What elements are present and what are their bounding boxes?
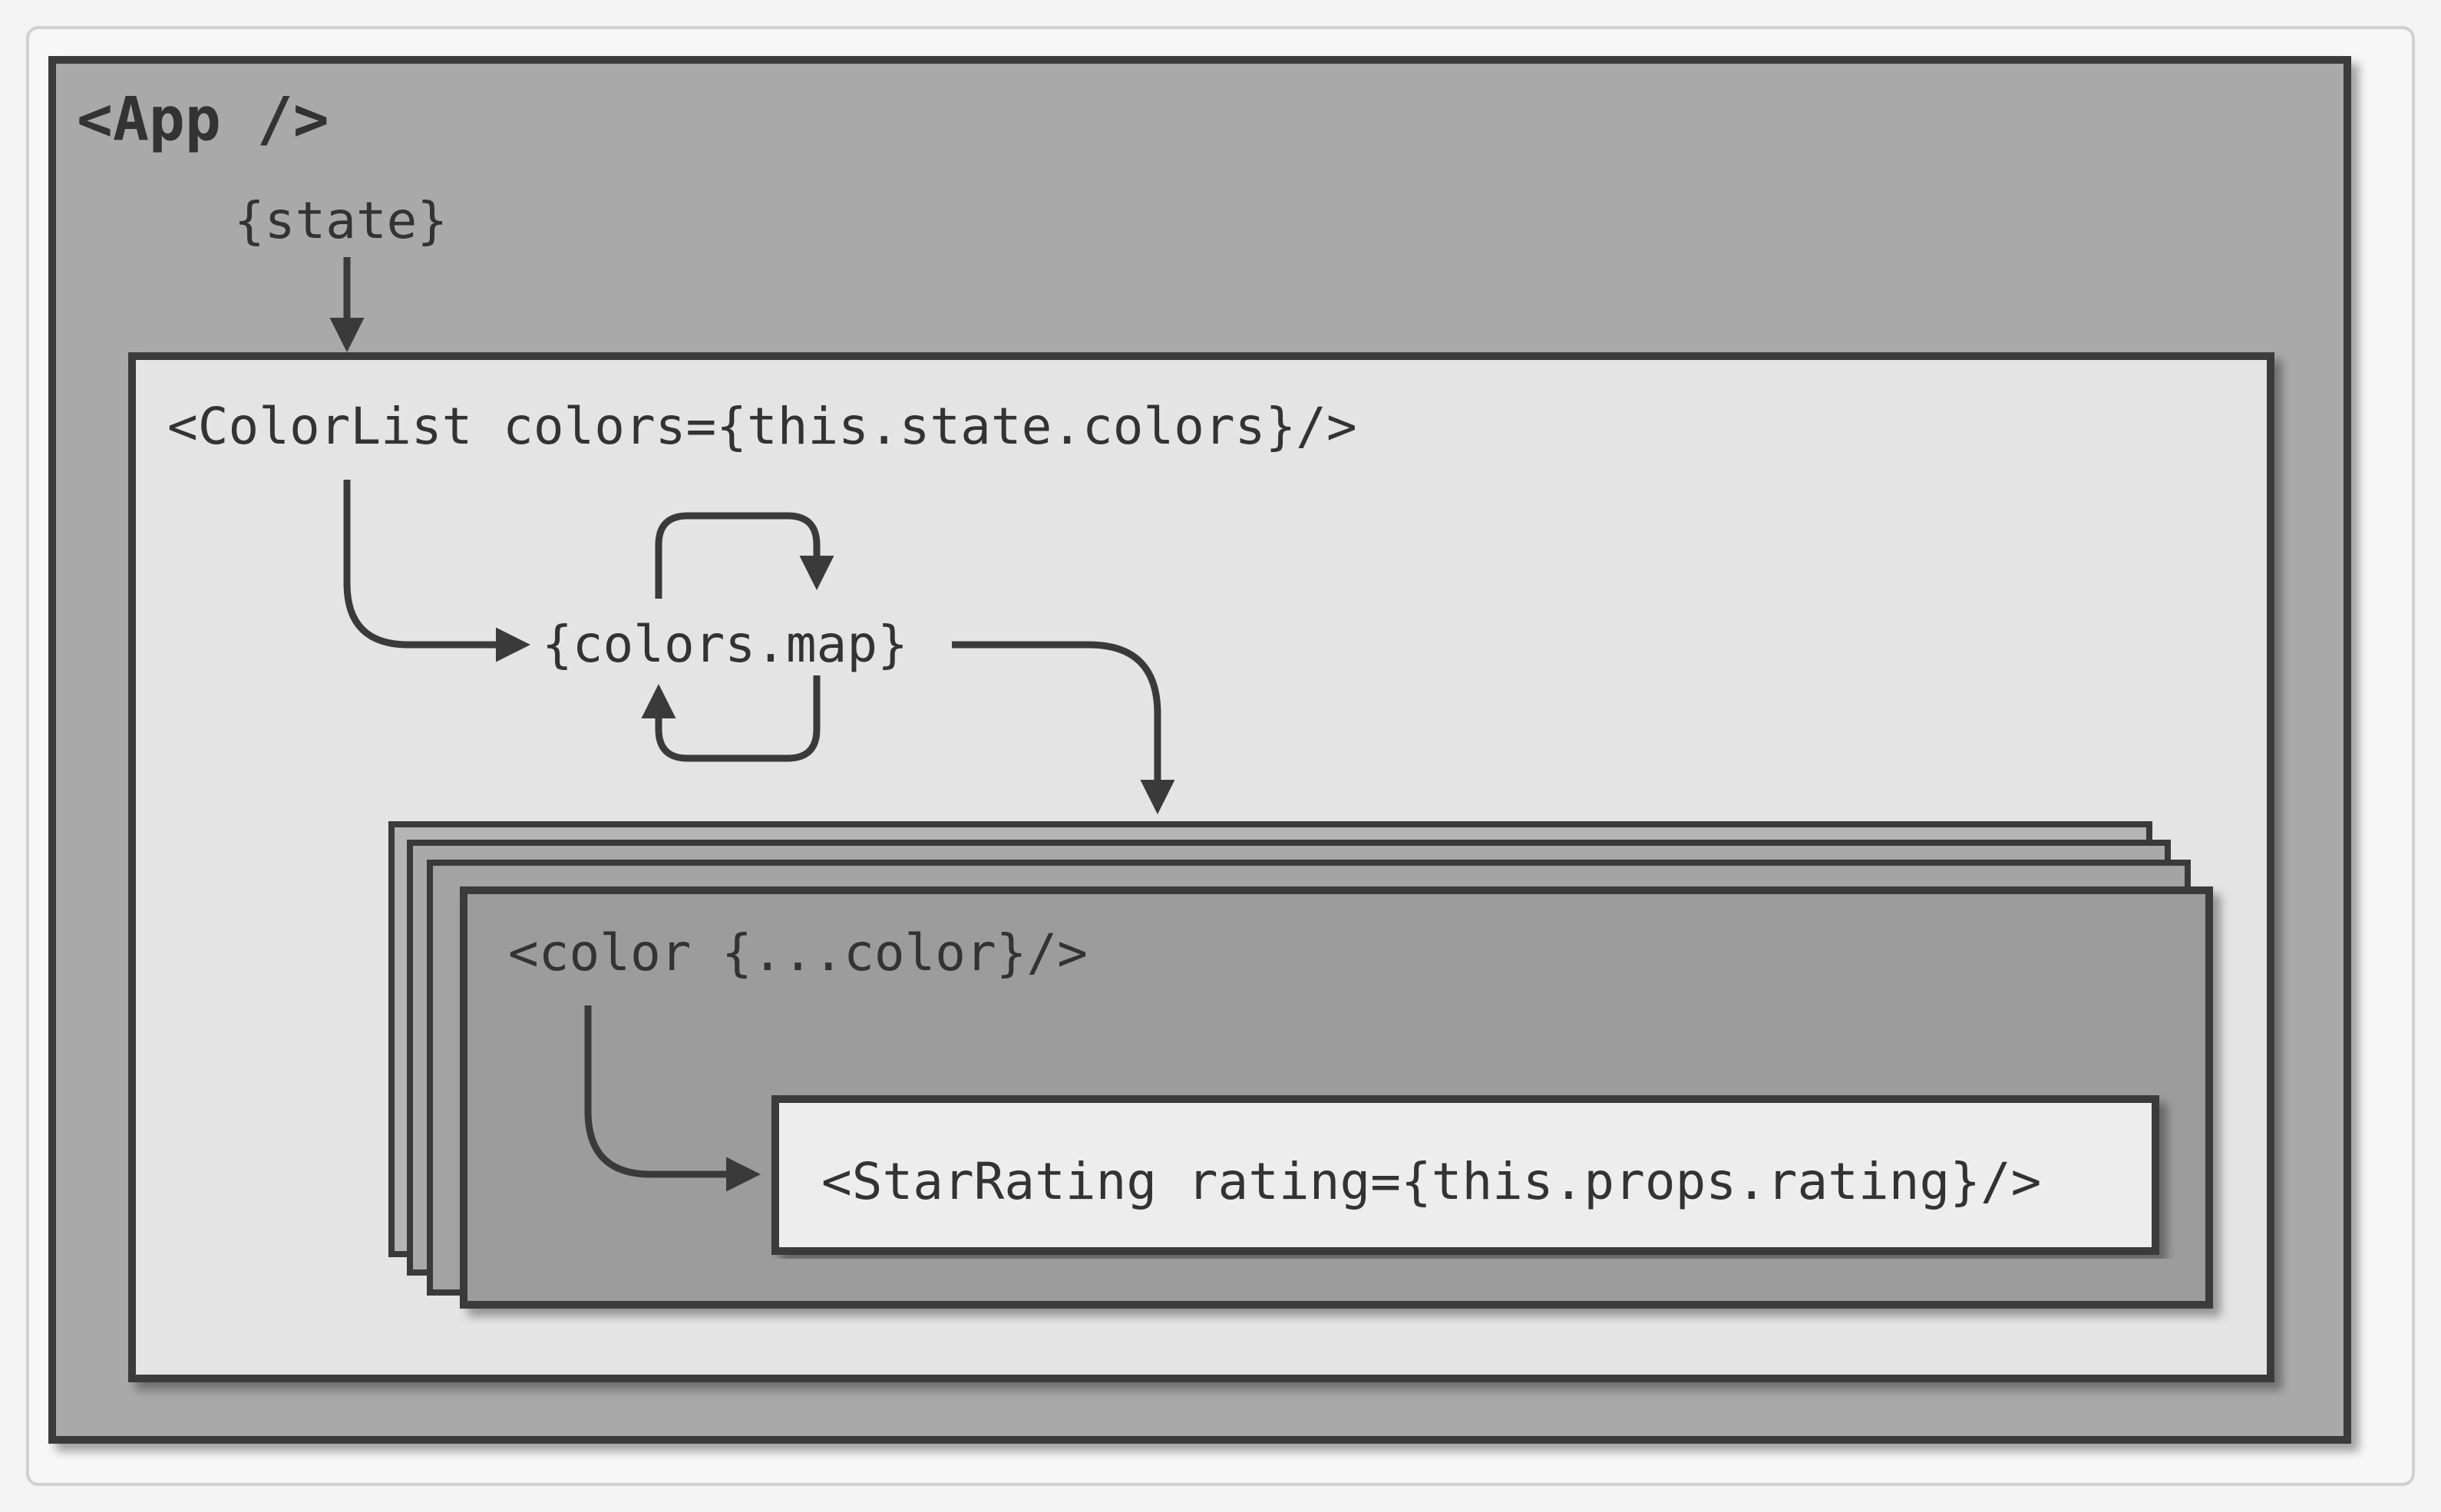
map-to-color-arrow <box>952 641 1175 814</box>
colorlist-label: <ColorList colors={this.state.colors}/> <box>167 397 1357 456</box>
map-loop-top-arrow <box>655 512 834 599</box>
color-to-starrating-arrow <box>584 1005 761 1192</box>
colorlist-to-map-arrow <box>343 480 530 662</box>
starrating-label: <StarRating rating={this.props.rating}/> <box>821 1152 2041 1211</box>
map-loop-bottom-arrow <box>641 675 821 762</box>
app-label: <App /> <box>77 85 329 154</box>
colors-map-label: {colors.map} <box>542 615 908 674</box>
starrating-box <box>771 1095 2159 1255</box>
state-label: {state} <box>234 191 448 250</box>
color-label: <color {...color}/> <box>508 923 1088 982</box>
